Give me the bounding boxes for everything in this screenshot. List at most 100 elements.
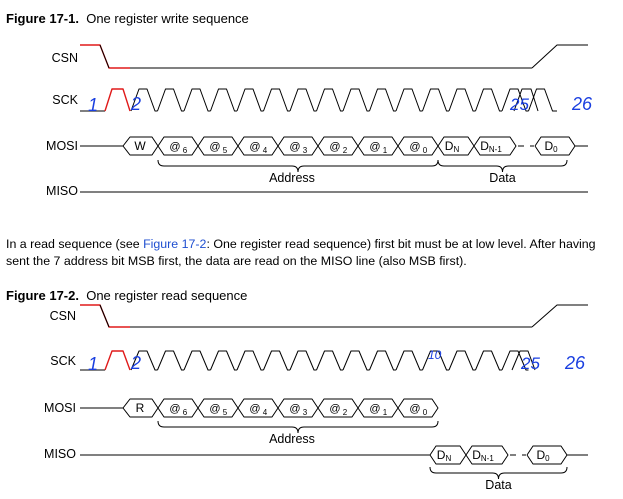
address-bit-label: @ — [249, 403, 260, 415]
csn-rise-edge — [531, 304, 588, 328]
address-bit-label: @ — [409, 141, 420, 153]
address-bit-index: 2 — [343, 146, 348, 155]
address-bit-index: 3 — [303, 146, 308, 155]
address-brace — [157, 159, 439, 173]
annotation-clock-25: 25 — [509, 95, 529, 114]
sck-pulse — [501, 88, 529, 112]
sck-pulse — [130, 350, 158, 371]
annotation-clock-1: 1 — [88, 354, 98, 374]
address-bit-index: 5 — [223, 146, 228, 155]
sck-pulse — [289, 88, 317, 112]
address-bit-index: 1 — [383, 408, 388, 417]
sck-pulse — [236, 350, 264, 371]
annotation-clock-25: 25 — [520, 354, 540, 373]
figure-1-caption: Figure 17-1. One register write sequence — [6, 11, 249, 26]
address-bit-label: @ — [169, 403, 180, 415]
address-bit-label: @ — [209, 141, 220, 153]
command-bit-label: R — [136, 401, 145, 415]
sck-pulse — [316, 88, 343, 112]
sck-pulse — [130, 88, 158, 112]
sck-pulse — [342, 88, 370, 112]
address-label: Address — [269, 432, 315, 446]
sck-pulse — [263, 350, 290, 371]
address-bit-index: 4 — [263, 146, 268, 155]
sck-pulse — [369, 88, 396, 112]
sck-last-pulse — [511, 350, 536, 371]
paragraph-text-1: In a read sequence (see — [6, 237, 144, 251]
sck-pulse — [422, 350, 449, 371]
data-brace — [429, 466, 568, 480]
paragraph-text-2: : One register read sequence) first bit … — [6, 237, 596, 268]
sck-pulse — [157, 88, 184, 112]
sck-pulse — [210, 88, 237, 112]
address-bit-label: @ — [249, 141, 260, 153]
data-bit-n-label: DN — [437, 448, 452, 463]
fig1-label-mosi: MOSI — [46, 139, 78, 153]
address-bit-label: @ — [289, 141, 300, 153]
figure-1-number: Figure 17-1. — [6, 11, 79, 26]
data-bit-0-label: D0 — [544, 139, 558, 154]
annotation-clock-2: 2 — [130, 94, 141, 114]
figure-17-2-link[interactable]: Figure 17-2 — [143, 237, 207, 251]
data-bit-0-label: D0 — [536, 448, 550, 463]
data-bit-n-1-label: DN-1 — [472, 448, 494, 463]
sck-pulse — [263, 88, 290, 112]
sck-pulse — [342, 350, 370, 371]
data-bit-n-1-label: DN-1 — [480, 139, 502, 154]
sck-pulse — [395, 350, 423, 371]
address-bit-index: 1 — [383, 146, 388, 155]
annotation-clock-26: 26 — [564, 353, 586, 373]
sck-pulse — [448, 350, 476, 371]
data-bit-n-1 — [473, 136, 517, 156]
sck-pulse — [422, 88, 449, 112]
fig1-label-sck: SCK — [52, 93, 78, 107]
data-label: Data — [485, 478, 511, 492]
data-bit-n-label: DN — [445, 139, 460, 154]
address-bit-index: 6 — [183, 408, 188, 417]
command-bit-label: W — [134, 139, 146, 153]
address-bit-index: 0 — [423, 408, 428, 417]
sck-pulse — [183, 350, 211, 371]
fig1-label-csn: CSN — [51, 51, 78, 65]
address-bit-index: 0 — [423, 146, 428, 155]
address-bit-index: 5 — [223, 408, 228, 417]
address-bit-label: @ — [329, 403, 340, 415]
figure-2-number: Figure 17-2. — [6, 288, 79, 303]
address-brace — [157, 420, 439, 434]
sck-pulse — [369, 350, 396, 371]
address-bit-label: @ — [329, 141, 340, 153]
figure-2-title: One register read sequence — [86, 288, 248, 303]
sck-pulse — [475, 350, 502, 371]
address-bit-label: @ — [289, 403, 300, 415]
sck-pulse — [475, 88, 502, 112]
address-bit-label: @ — [369, 403, 380, 415]
address-label: Address — [269, 171, 315, 185]
sck-pulse — [395, 88, 423, 112]
address-bit-index: 4 — [263, 408, 268, 417]
fig2-label-sck: SCK — [50, 354, 76, 368]
sck-pulse — [316, 350, 343, 371]
data-label: Data — [489, 171, 515, 185]
data-brace — [437, 159, 568, 173]
annotation-clock-26: 26 — [571, 94, 593, 114]
address-bit-index: 6 — [183, 146, 188, 155]
body-paragraph: In a read sequence (see Figure 17-2: One… — [6, 236, 618, 270]
address-bit-label: @ — [409, 403, 420, 415]
address-bit-index: 2 — [343, 408, 348, 417]
fig2-label-miso: MISO — [44, 447, 76, 461]
address-bit-label: @ — [209, 403, 220, 415]
fig2-label-mosi: MOSI — [44, 401, 76, 415]
sck-pulse — [448, 88, 476, 112]
sck-pulse — [501, 350, 529, 371]
sck-last-pulse — [513, 88, 539, 112]
figure-2-caption: Figure 17-2. One register read sequence — [6, 288, 247, 303]
csn-edge-black — [99, 304, 110, 328]
annotation-clock-2: 2 — [130, 353, 141, 373]
csn-edge-black — [99, 44, 110, 69]
fig1-label-miso: MISO — [46, 184, 78, 198]
csn-rise-edge — [531, 44, 588, 69]
sck-pulse — [183, 88, 211, 112]
